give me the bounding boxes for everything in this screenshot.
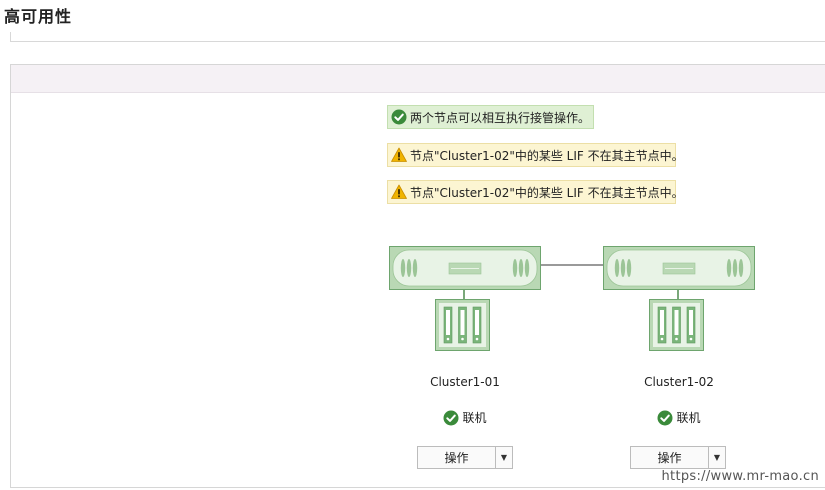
message-lif-warning-1: 节点"Cluster1-02"中的某些 LIF 不在其主节点中。 <box>387 143 684 167</box>
action-button-label[interactable]: 操作 <box>418 447 496 468</box>
chassis-shelf-connector <box>463 290 465 300</box>
warning-icon <box>391 184 407 199</box>
message-lif-warning-2: 节点"Cluster1-02"中的某些 LIF 不在其主节点中。 <box>387 180 684 204</box>
title-divider-left <box>10 32 11 42</box>
message-takeover-ok: 两个节点可以相互执行接管操作。 <box>387 105 594 129</box>
watermark: https://www.mr-mao.cn <box>661 469 819 484</box>
node-name: Cluster1-01 <box>430 375 500 389</box>
message-text: 节点"Cluster1-02"中的某些 LIF 不在其主节点中。 <box>410 185 684 200</box>
controller-chassis-icon[interactable] <box>603 246 755 290</box>
panel-header <box>11 65 825 93</box>
dropdown-caret-icon[interactable]: ▼ <box>500 453 508 462</box>
check-circle-icon <box>391 109 407 125</box>
node-status: 联机 <box>603 409 755 426</box>
ha-interconnect-line <box>540 264 604 266</box>
warning-icon <box>391 147 407 162</box>
node-status-label: 联机 <box>462 411 487 425</box>
node-action-button[interactable]: 操作 ▼ <box>417 446 513 469</box>
node-status-label: 联机 <box>676 411 701 425</box>
message-text: 节点"Cluster1-02"中的某些 LIF 不在其主节点中。 <box>410 148 684 163</box>
page-title: 高可用性 <box>4 7 73 26</box>
node-action-button[interactable]: 操作 ▼ <box>630 446 726 469</box>
disk-shelf-icon[interactable] <box>649 299 704 351</box>
node-name: Cluster1-02 <box>644 375 714 389</box>
check-circle-icon <box>443 410 459 425</box>
controller-chassis-icon[interactable] <box>389 246 541 290</box>
message-text: 两个节点可以相互执行接管操作。 <box>410 110 591 125</box>
disk-shelf-icon[interactable] <box>435 299 490 351</box>
node-status: 联机 <box>389 409 541 426</box>
dropdown-caret-icon[interactable]: ▼ <box>713 453 721 462</box>
check-circle-icon <box>657 410 673 425</box>
title-divider <box>10 41 825 42</box>
action-button-label[interactable]: 操作 <box>631 447 709 468</box>
chassis-shelf-connector <box>677 290 679 300</box>
